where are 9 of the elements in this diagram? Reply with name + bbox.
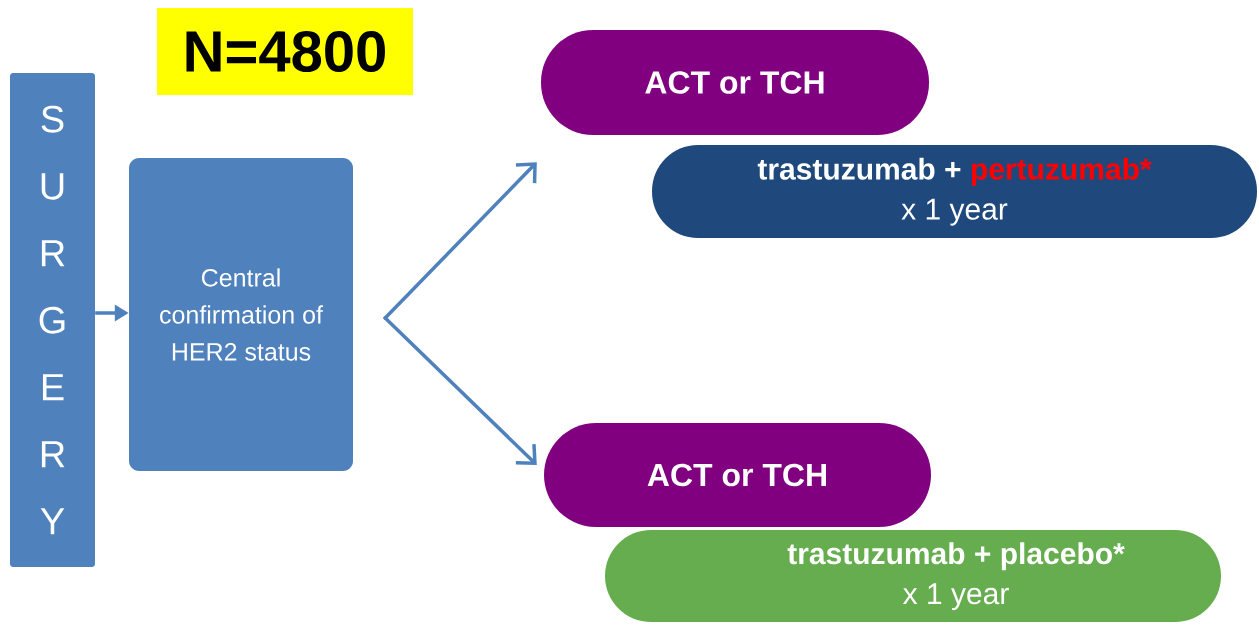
arrow [383, 162, 537, 320]
process-box: Central confirmation of HER2 status [129, 158, 353, 471]
surgery-bar: SURGERY [10, 73, 95, 567]
treatment-pill: trastuzumab + pertuzumab* x 1 year [652, 145, 1257, 238]
treatment-pill: ACT or TCH [541, 30, 929, 135]
sample-size-box: N=4800 [157, 8, 413, 95]
treatment-pill: trastuzumab + placebo* x 1 year [605, 530, 1221, 622]
arrow [383, 316, 537, 465]
treatment-pill: ACT or TCH [544, 423, 931, 527]
